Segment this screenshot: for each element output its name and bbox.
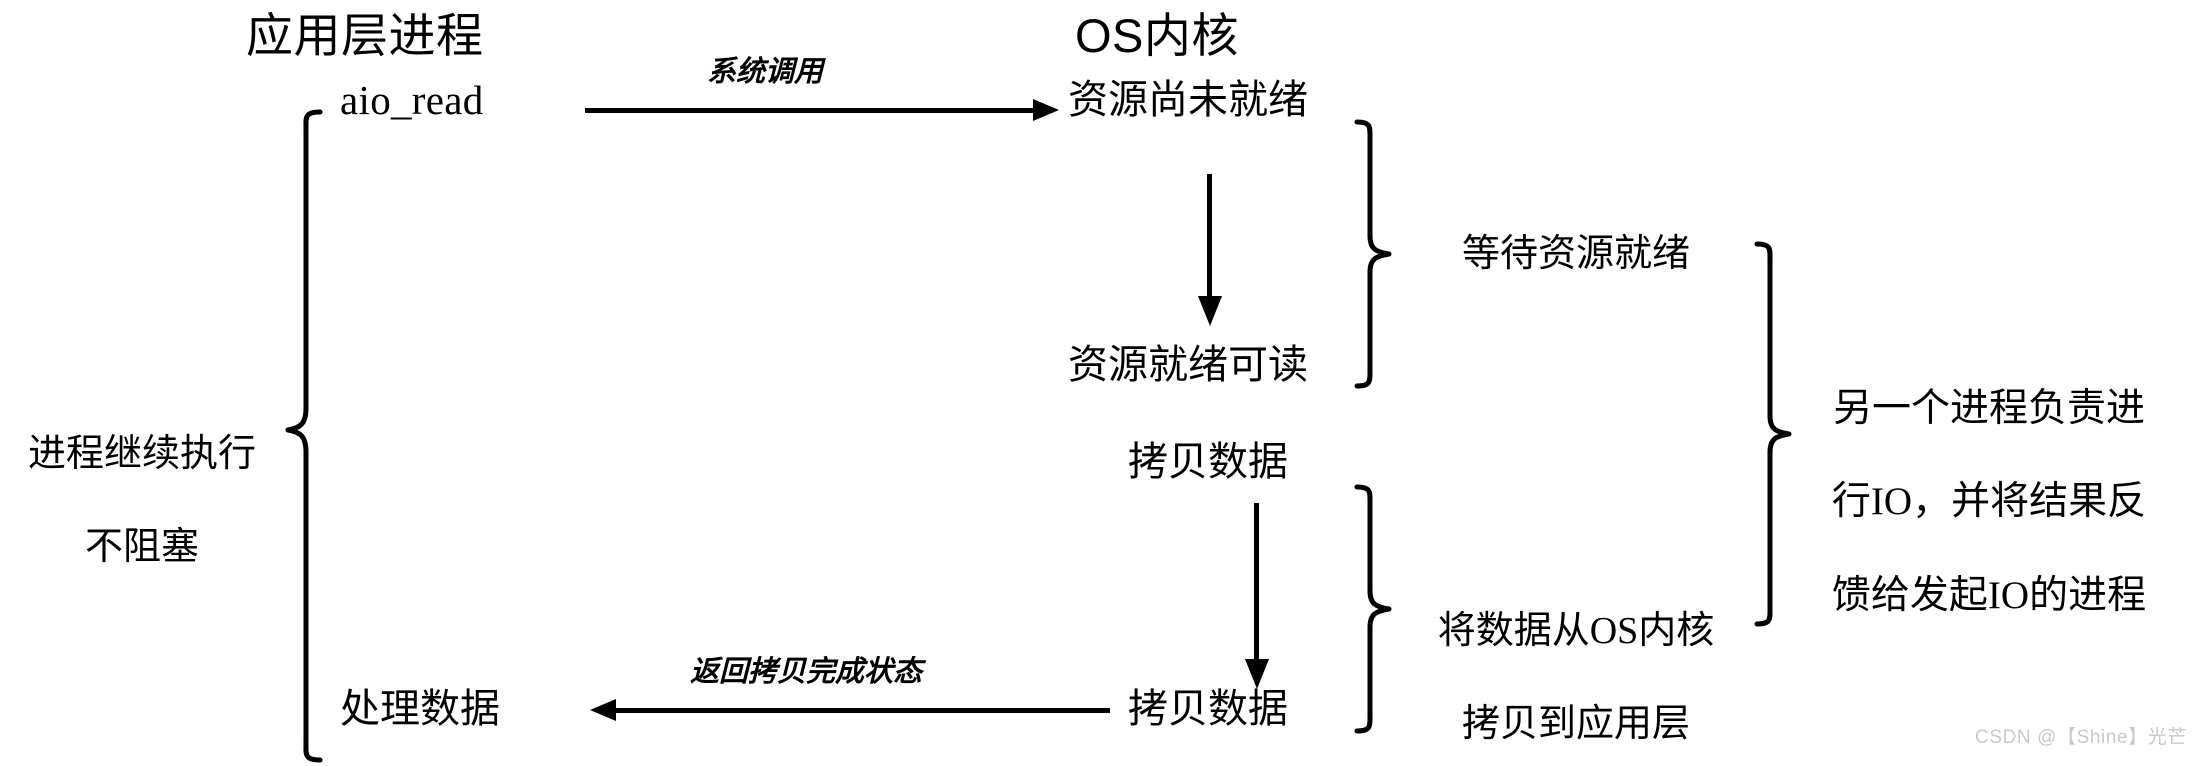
brace-copy-to-user-label: 将数据从OS内核 拷贝到应用层 [1398,562,1754,766]
node-copy-data-start: 拷贝数据 [1128,439,1288,484]
edge-copy-arrowhead [1245,659,1269,689]
app-process-brace [284,108,326,764]
app-brace-label: 进程继续执行 不阻塞 [8,385,276,617]
edge-copy-arrow [1243,503,1271,695]
brace-other-process-label: 另一个进程负责进 行IO，并将结果反 馈给发起IO的进程 [1790,339,2188,667]
edge-syscall-label: 系统调用 [707,56,824,88]
node-copy-data-end: 拷贝数据 [1128,686,1288,731]
edge-syscall-arrowhead [1033,99,1059,121]
edge-copy-line [1254,503,1259,663]
app-brace-label-line-2: 不阻塞 [84,526,199,569]
edge-return-arrow [590,699,1110,721]
brace-copy-to-user [1352,483,1394,739]
node-aio-read: aio_read [340,77,484,123]
brace-other-process-label-line-2: 行IO，并将结果反 [1831,480,2147,524]
edge-return-arrowhead [590,699,616,721]
edge-syscall-arrow [585,99,1060,121]
column-header-kernel: OS内核 [1075,9,1239,62]
brace-other-process [1752,240,1794,632]
edge-return-label: 返回拷贝完成状态 [690,656,923,688]
node-resource-ready: 资源就绪可读 [1068,342,1308,387]
edge-return-line [612,708,1110,713]
brace-wait-resource [1352,118,1394,394]
brace-other-process-label-line-3: 馈给发起IO的进程 [1831,573,2147,617]
app-brace-label-line-1: 进程继续执行 [27,433,256,476]
column-header-app: 应用层进程 [246,9,484,62]
node-process-data: 处理数据 [340,686,500,731]
brace-other-process-label-line-1: 另一个进程负责进 [1832,386,2145,430]
edge-wait-line [1207,174,1212,300]
brace-wait-resource-label: 等待资源就绪 [1461,233,1690,275]
edge-wait-arrowhead [1198,296,1222,326]
brace-copy-to-user-label-line-1: 将数据从OS内核 [1437,610,1715,653]
brace-copy-to-user-label-line-2: 拷贝到应用层 [1461,703,1690,746]
edge-wait-arrow [1196,174,1224,329]
edge-syscall-line [585,108,1037,113]
watermark: CSDN @【Shine】光芒 [1975,727,2187,748]
node-resource-not-ready: 资源尚未就绪 [1068,77,1308,122]
